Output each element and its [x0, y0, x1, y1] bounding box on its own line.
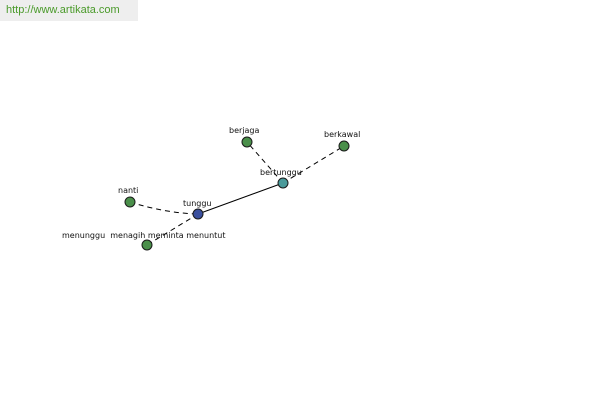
edge-bertunggu-berjaga: [246, 141, 284, 184]
label-tunggu: tunggu: [183, 199, 212, 208]
node-bertunggu[interactable]: [277, 177, 289, 189]
edge-tunggu-nanti: [129, 201, 199, 215]
edge-tunggu-menunggu: [146, 213, 199, 246]
edge-bertunggu-berkawal: [282, 145, 345, 184]
label-berjaga: berjaga: [229, 126, 259, 135]
label-bertunggu: bertunggu: [260, 168, 302, 177]
edge-tunggu-bertunggu: [197, 182, 284, 215]
node-menunggu-group[interactable]: [141, 239, 153, 251]
label-berkawal: berkawal: [324, 130, 360, 139]
source-link[interactable]: http://www.artikata.com: [6, 4, 120, 16]
node-berkawal[interactable]: [338, 140, 350, 152]
source-banner: http://www.artikata.com: [0, 0, 138, 21]
label-menunggu-group: menunggu menagih meminta menuntut: [62, 231, 226, 240]
node-nanti[interactable]: [124, 196, 136, 208]
node-berjaga[interactable]: [241, 136, 253, 148]
label-nanti: nanti: [118, 186, 138, 195]
node-tunggu[interactable]: [192, 208, 204, 220]
